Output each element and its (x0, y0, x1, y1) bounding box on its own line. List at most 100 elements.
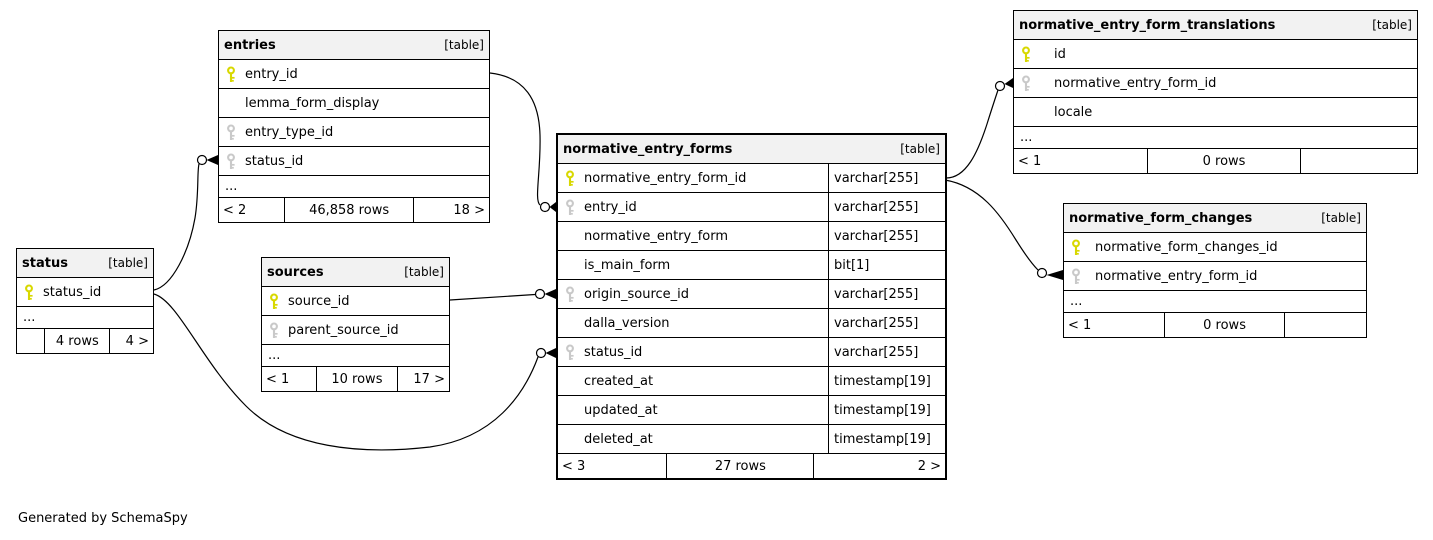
column-row: locale (1014, 97, 1417, 126)
column-name: normative_entry_form (584, 228, 729, 244)
footer-parent-count: < 3 (562, 458, 586, 474)
column-name: source_id (288, 293, 350, 309)
column-row: parent_source_id (262, 315, 449, 344)
primary-key-icon (23, 283, 43, 301)
column-name: created_at (584, 373, 654, 389)
more-columns-row: ... (17, 306, 153, 328)
column-name: normative_entry_form_id (584, 170, 747, 186)
foreign-key-icon (1070, 267, 1095, 285)
column-row: entry_id (219, 59, 489, 88)
table-footer: < 2 46,858 rows 18 > (219, 197, 489, 222)
table-footer: 4 rows 4 > (17, 328, 153, 353)
footer-child-count: 2 > (813, 454, 945, 478)
foreign-key-icon (564, 285, 584, 303)
footer-row-count: 27 rows (666, 454, 813, 478)
column-name: entry_id (584, 199, 637, 215)
primary-key-icon (225, 65, 245, 83)
table-header[interactable]: normative_entry_form_translations [table… (1014, 11, 1417, 39)
primary-key-icon (268, 292, 288, 310)
table-footer: < 1 0 rows (1014, 148, 1417, 173)
table-sources[interactable]: sources [table] source_id parent_source_i… (261, 257, 450, 392)
primary-key-icon (564, 169, 584, 187)
column-name: dalla_version (584, 315, 670, 331)
column-type: varchar[255] (828, 164, 945, 192)
column-row: entry_type_id (219, 117, 489, 146)
relation-status-to-entries (153, 154, 218, 291)
table-footer: < 1 10 rows 17 > (262, 366, 449, 391)
more-columns-row: ... (219, 175, 489, 197)
column-row: source_id (262, 286, 449, 315)
table-type-tag: [table] (108, 256, 148, 270)
column-name: normative_entry_form_id (1095, 268, 1258, 284)
column-row: status_id (17, 277, 153, 306)
relation-normative-entry-forms-to-translations (944, 78, 1013, 179)
column-row: status_id varchar[255] (558, 337, 945, 366)
more-columns-row: ... (262, 344, 449, 366)
column-type: varchar[255] (828, 309, 945, 337)
table-name: normative_entry_forms (563, 141, 733, 157)
column-type: varchar[255] (828, 280, 945, 308)
more-columns-row: ... (1014, 126, 1417, 148)
column-type: varchar[255] (828, 193, 945, 221)
column-name: entry_type_id (245, 124, 334, 140)
footer-row-count: 46,858 rows (283, 198, 414, 222)
relation-entries-to-normative-entry-forms (489, 72, 556, 213)
column-name: is_main_form (584, 257, 671, 273)
column-row: normative_entry_form_id (1014, 68, 1417, 97)
foreign-key-icon (225, 152, 245, 170)
footer-row-count: 0 rows (1146, 149, 1300, 173)
primary-key-icon (1070, 238, 1095, 256)
column-name: status_id (584, 344, 643, 360)
foreign-key-icon (1020, 74, 1054, 92)
column-name: locale (1054, 104, 1093, 120)
foreign-key-icon (268, 321, 288, 339)
column-name: entry_id (245, 66, 298, 82)
footer-row-count: 10 rows (316, 367, 396, 391)
column-name: parent_source_id (288, 322, 399, 338)
table-header[interactable]: normative_entry_forms [table] (558, 135, 945, 163)
table-normative-entry-forms[interactable]: normative_entry_forms [table] normative_… (556, 133, 947, 480)
column-name: status_id (43, 284, 102, 300)
table-footer: < 1 0 rows (1064, 312, 1366, 337)
column-row: lemma_form_display (219, 88, 489, 117)
column-type: varchar[255] (828, 338, 945, 366)
generator-note: Generated by SchemaSpy (18, 511, 188, 526)
column-type: bit[1] (828, 251, 945, 279)
table-type-tag: [table] (404, 265, 444, 279)
table-entries[interactable]: entries [table] entry_id lemma_form_displ… (218, 30, 490, 223)
table-type-tag: [table] (1372, 18, 1412, 32)
column-type: timestamp[19] (828, 367, 945, 395)
table-normative-form-changes[interactable]: normative_form_changes [table] normative… (1063, 203, 1367, 338)
table-header[interactable]: status [table] (17, 249, 153, 277)
foreign-key-icon (564, 343, 584, 361)
table-header[interactable]: entries [table] (219, 31, 489, 59)
column-type: timestamp[19] (828, 425, 945, 453)
column-type: timestamp[19] (828, 396, 945, 424)
footer-parent-count: < 1 (266, 371, 290, 387)
footer-row-count: 4 rows (44, 329, 109, 353)
table-header[interactable]: sources [table] (262, 258, 449, 286)
table-name: normative_form_changes (1069, 210, 1253, 226)
column-name: deleted_at (584, 431, 653, 447)
table-normative-entry-form-translations[interactable]: normative_entry_form_translations [table… (1013, 10, 1418, 174)
foreign-key-icon (564, 198, 584, 216)
footer-child-count: 17 > (396, 367, 449, 391)
column-row: deleted_at timestamp[19] (558, 424, 945, 453)
table-type-tag: [table] (900, 142, 940, 156)
footer-parent-count: < 1 (1018, 153, 1042, 169)
more-columns-row: ... (1064, 290, 1366, 312)
table-header[interactable]: normative_form_changes [table] (1064, 204, 1366, 232)
column-name: status_id (245, 153, 304, 169)
table-status[interactable]: status [table] status_id... 4 rows 4 > (16, 248, 154, 354)
footer-row-count: 0 rows (1163, 313, 1285, 337)
footer-parent-count: < 1 (1068, 317, 1092, 333)
table-footer: < 3 27 rows 2 > (558, 453, 945, 478)
column-row: id (1014, 39, 1417, 68)
column-row: dalla_version varchar[255] (558, 308, 945, 337)
footer-parent-count (17, 329, 44, 353)
column-row: entry_id varchar[255] (558, 192, 945, 221)
column-name: normative_form_changes_id (1095, 239, 1278, 255)
table-name: normative_entry_form_translations (1019, 17, 1276, 33)
